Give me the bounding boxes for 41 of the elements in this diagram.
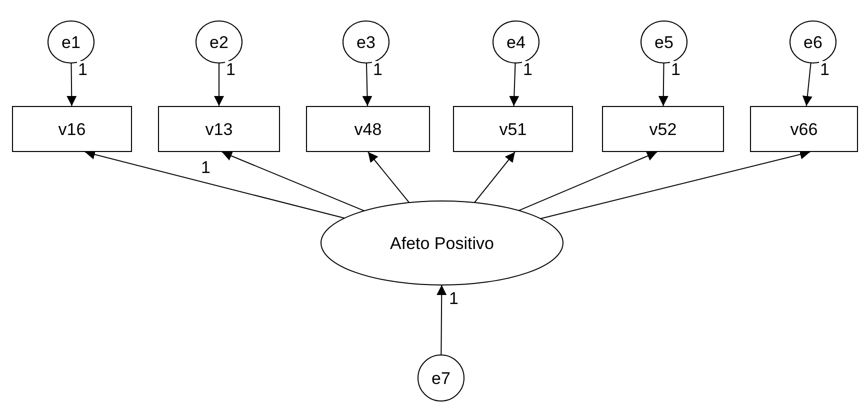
variable-box [602,106,724,152]
node-label: e1 [62,34,80,50]
edge-label: 1 [77,61,88,78]
arrow [66,62,77,106]
arrow [368,152,410,204]
edge-label: 1 [670,61,682,78]
node-label: e5 [654,34,674,50]
node-label: v52 [649,120,677,138]
arrow [362,62,372,106]
node-label: v51 [499,120,527,138]
node-label: e4 [506,34,526,50]
arrow [222,151,365,212]
arrow [84,150,345,219]
edge-label: 1 [372,61,384,78]
node-label: e2 [210,34,228,50]
arrow [436,284,447,356]
node-label: v16 [58,120,86,138]
arrow [802,62,812,106]
variable-box [158,106,280,152]
node-label: e6 [804,34,822,50]
arrow [518,151,658,212]
edge-label: 1 [200,159,212,176]
edge-label: 1 [819,61,830,78]
variable-box [453,106,573,152]
arrow [509,62,520,106]
variable-box [306,106,430,152]
variable-box [12,106,132,152]
node-label: Afeto Positivo [390,234,494,252]
variable-box [750,106,858,152]
arrow [540,150,810,220]
edge-label: 1 [225,61,236,78]
edge-label: 1 [522,61,534,78]
node-label: e3 [356,34,376,50]
node-label: v66 [790,120,818,138]
edge-label: 1 [448,290,460,307]
node-label: e7 [432,370,450,386]
node-label: v48 [354,120,382,138]
node-label: v13 [205,120,233,138]
arrow [658,62,668,106]
arrow [214,62,224,106]
arrow [474,152,516,204]
